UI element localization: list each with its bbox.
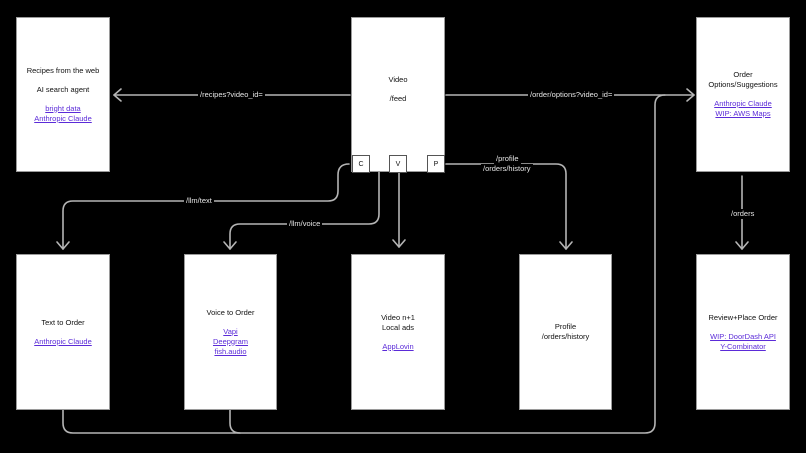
arrowhead-order-options [686, 88, 695, 102]
fish-audio-link[interactable]: fish.audio [214, 346, 247, 356]
text-to-order-title: Text to Order [41, 317, 85, 327]
anthropic-claude-link[interactable]: Anthropic Claude [34, 336, 92, 346]
recipes-node[interactable]: Recipes from the web AI search agent bri… [16, 17, 110, 172]
voice-to-order-title: Voice to Order [206, 307, 255, 317]
voice-button[interactable]: V [389, 155, 407, 173]
video-feed-node[interactable]: Video /feed [351, 17, 445, 172]
order-options-subtitle: Options/Suggestions [708, 80, 778, 89]
video-next-node[interactable]: Video n+1 Local ads AppLovin [351, 254, 445, 410]
recipes-subtitle: AI search agent [36, 84, 90, 94]
edge-label-recipes: /recipes?video_id= [198, 90, 265, 100]
recipes-title: Recipes from the web [26, 65, 100, 75]
review-place-order-node[interactable]: Review+Place Order WIP: DoorDash API Y-C… [696, 254, 790, 410]
edge-profile [445, 163, 567, 250]
anthropic-claude-link[interactable]: Anthropic Claude [714, 99, 772, 108]
anthropic-claude-link[interactable]: Anthropic Claude [34, 113, 92, 123]
review-order-title: Review+Place Order [708, 312, 778, 322]
y-combinator-link[interactable]: Y-Combinator [720, 341, 766, 351]
local-ads-label: Local ads [381, 322, 415, 332]
voice-to-order-node[interactable]: Voice to Order Vapi Deepgram fish.audio [184, 254, 277, 410]
arrowhead-llm-text [56, 241, 70, 250]
comment-button[interactable]: C [352, 155, 370, 173]
video-title: Video [388, 75, 408, 84]
profile-node[interactable]: Profile /orders/history [519, 254, 612, 410]
applovin-link[interactable]: AppLovin [382, 341, 414, 351]
edge-label-orders: /orders [729, 209, 757, 219]
edge-llm-text [62, 163, 350, 250]
arrowhead-llm-voice [223, 241, 237, 250]
vapi-link[interactable]: Vapi [223, 326, 238, 336]
doordash-api-link[interactable]: WIP: DoorDash API [710, 331, 776, 341]
order-options-title: Order [733, 70, 753, 79]
edge-label-order-options: /order/options?video_id= [528, 90, 615, 100]
edge-bottom-loop [62, 94, 666, 434]
text-to-order-node[interactable]: Text to Order Anthropic Claude [16, 254, 110, 410]
arrowhead-profile [559, 241, 573, 250]
video-next-title: Video n+1 [381, 312, 415, 322]
arrowhead-orders [735, 241, 749, 250]
bright-data-link[interactable]: bright data [45, 103, 81, 113]
arrowhead-recipes [113, 88, 122, 102]
order-options-node[interactable]: Order Options/Suggestions Anthropic Clau… [696, 17, 790, 172]
edge-label-orders-history: /orders/history [481, 164, 533, 174]
video-subtitle: /feed [389, 94, 407, 103]
aws-maps-link[interactable]: WIP: AWS Maps [715, 109, 771, 118]
deepgram-link[interactable]: Deepgram [212, 336, 249, 346]
orders-history-label: /orders/history [541, 332, 590, 341]
edge-label-llm-text: /llm/text [184, 196, 214, 206]
edge-label-llm-voice: /llm/voice [287, 219, 323, 229]
arrowhead-video-next [392, 239, 406, 248]
edge-label-profile: /profile [494, 154, 521, 164]
edge-bottom-loop-voice [229, 409, 241, 434]
profile-button[interactable]: P [427, 155, 445, 173]
profile-title: Profile [554, 322, 577, 331]
